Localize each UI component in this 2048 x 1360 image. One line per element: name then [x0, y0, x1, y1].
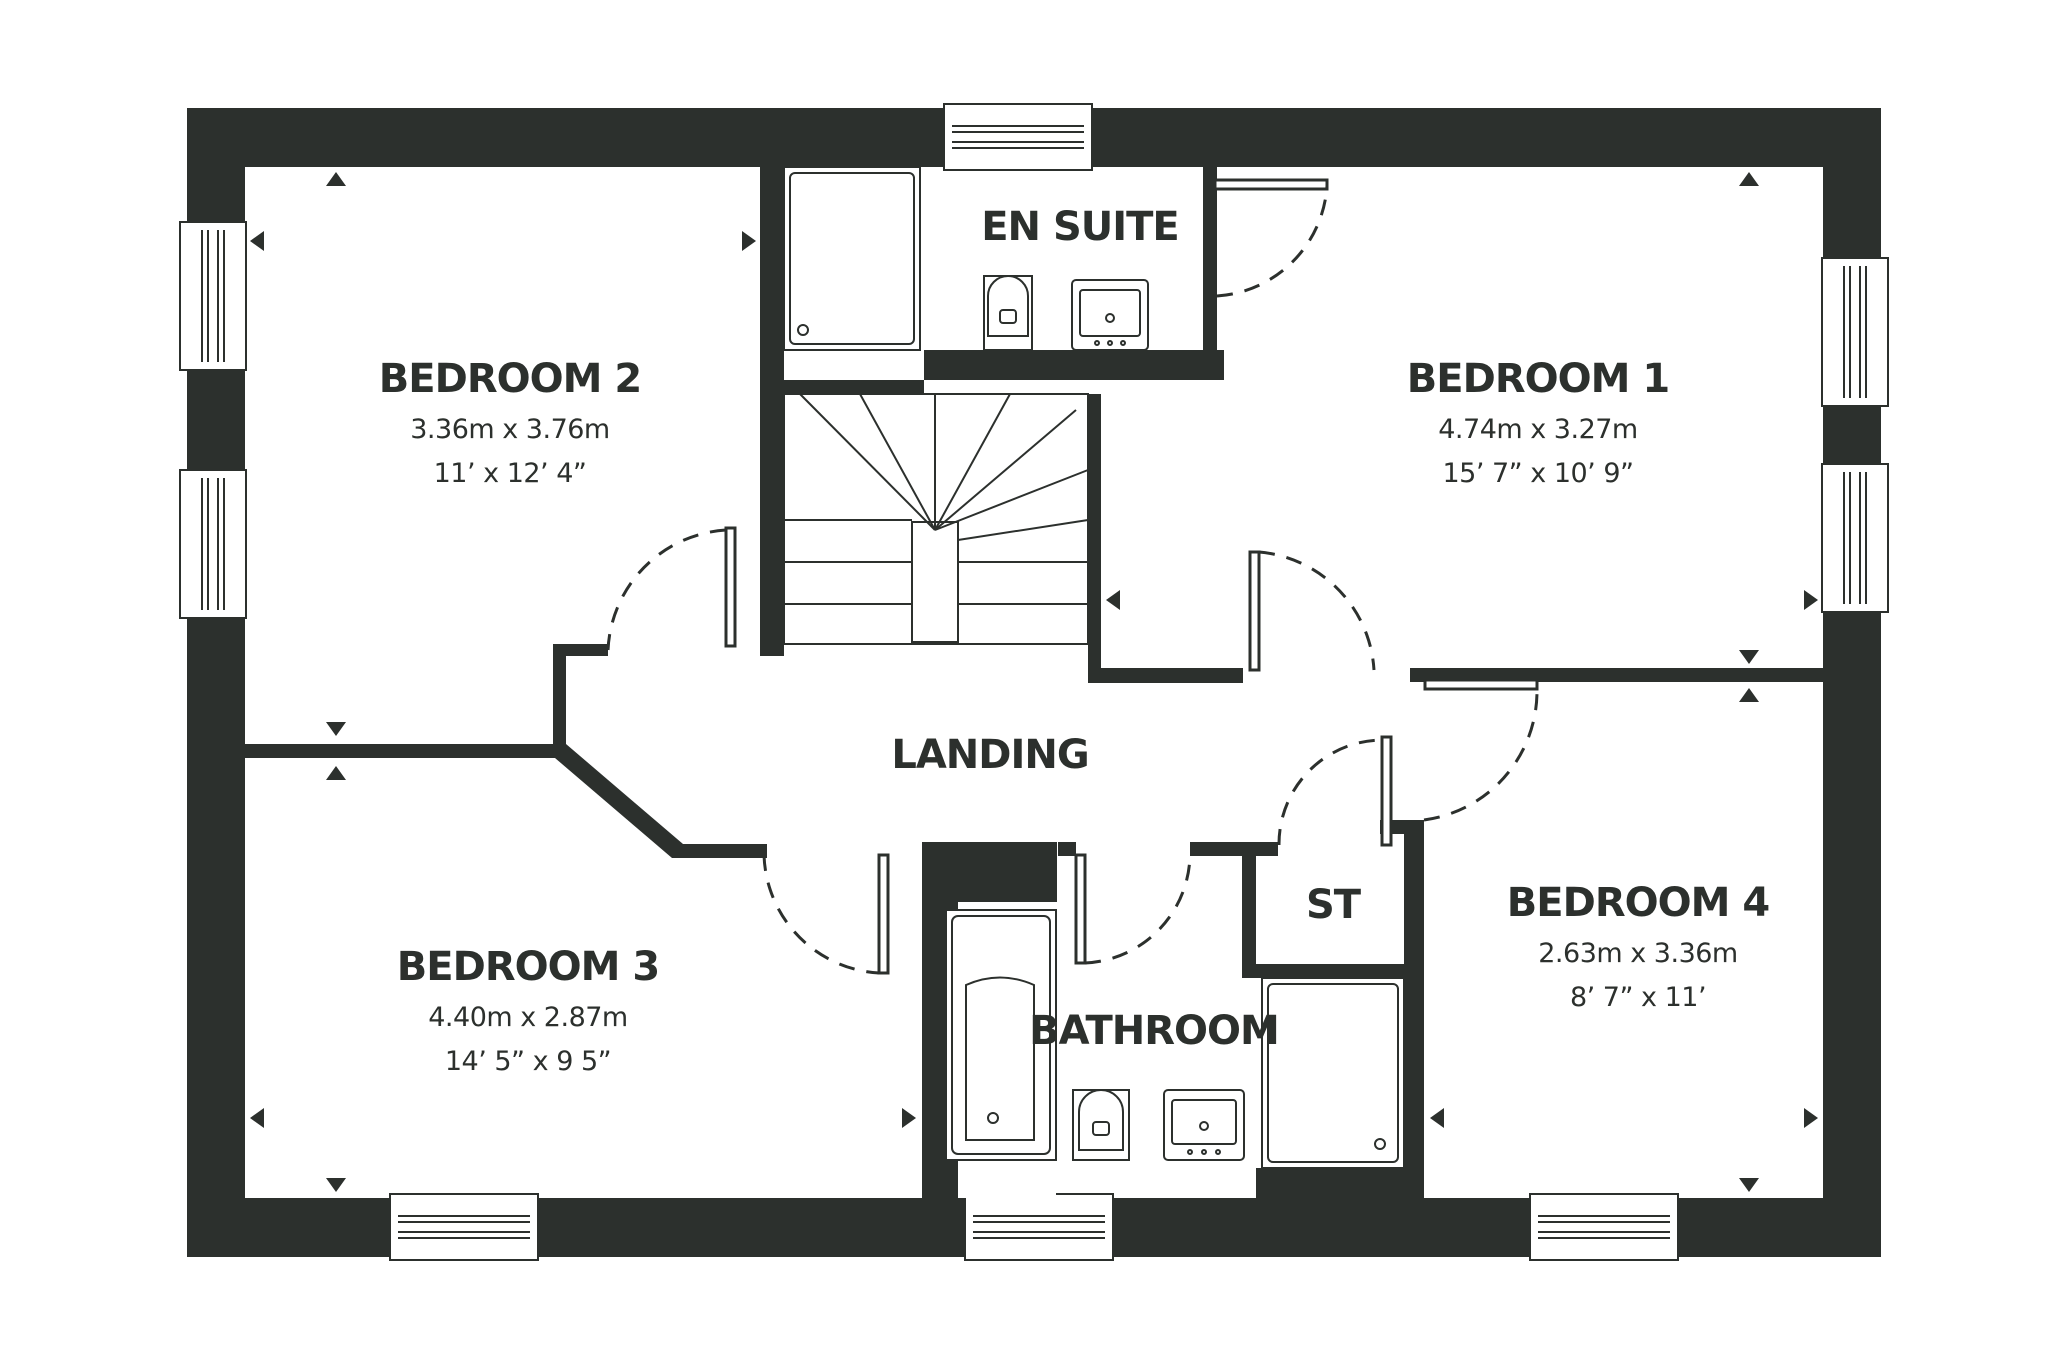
room-metric-size: 2.63m x 3.36m: [1538, 938, 1737, 969]
room-metric-size: 4.74m x 3.27m: [1438, 414, 1637, 445]
basin-icon: [1071, 279, 1149, 351]
room-imperial-size: 14’ 5” x 9 5”: [445, 1046, 611, 1077]
toilet-icon: [1072, 1089, 1130, 1161]
toilet-icon: [983, 275, 1033, 351]
room-store-title: ST: [1306, 882, 1362, 928]
shower-tray-icon: [1261, 977, 1405, 1169]
dimension-arrow-icon: [250, 172, 1818, 1192]
window-icon: [179, 103, 1889, 1261]
room-bedroom-3: BEDROOM 3 4.40m x 2.87m 14’ 5” x 9 5”: [397, 944, 660, 1077]
room-landing-title: LANDING: [891, 732, 1088, 778]
basin-icon: [1163, 1089, 1245, 1161]
shower-tray-icon: [783, 166, 921, 351]
room-bedroom-1: BEDROOM 1 4.74m x 3.27m 15’ 7” x 10’ 9”: [1407, 356, 1670, 489]
room-metric-size: 4.40m x 2.87m: [428, 1002, 627, 1033]
interior-walls: [245, 167, 1823, 1198]
room-bedroom-2: BEDROOM 2 3.36m x 3.76m 11’ x 12’ 4”: [379, 356, 642, 489]
room-imperial-size: 11’ x 12’ 4”: [434, 458, 587, 489]
room-bedroom-4: BEDROOM 4 2.63m x 3.36m 8’ 7” x 11’: [1507, 880, 1770, 1013]
bath-icon: [945, 909, 1057, 1161]
room-title: BEDROOM 1: [1407, 356, 1669, 402]
room-imperial-size: 15’ 7” x 10’ 9”: [1442, 458, 1633, 489]
room-title: BEDROOM 2: [379, 356, 641, 402]
room-en-suite-title: EN SUITE: [981, 204, 1179, 250]
room-title: BEDROOM 4: [1507, 880, 1769, 926]
room-bathroom-title: BATHROOM: [1029, 1008, 1279, 1054]
staircase-icon: [783, 393, 1089, 645]
door-swing-icon: [606, 178, 1539, 975]
room-imperial-size: 8’ 7” x 11’: [1570, 982, 1706, 1013]
room-metric-size: 3.36m x 3.76m: [410, 414, 609, 445]
room-title: BEDROOM 3: [397, 944, 659, 990]
